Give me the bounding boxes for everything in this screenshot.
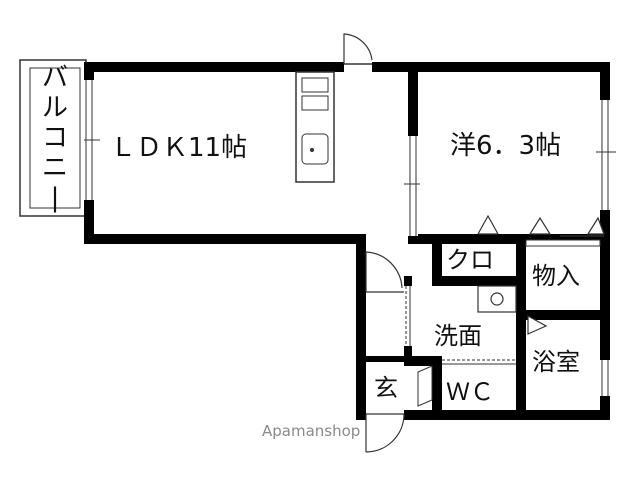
entrance-label: 玄 [374,374,398,402]
bath-window [600,360,610,396]
wc-label: ＷＣ [446,378,494,406]
corridor-door [365,250,404,293]
washroom-label: 洗面 [434,322,482,350]
western-window [596,100,616,210]
ldk-label: ＬＤＫ11帖 [110,133,247,163]
shoe-box [417,365,433,407]
ldk-window [84,80,100,200]
front-door [365,408,405,453]
closet-label: クロ [446,246,494,274]
balcony-label-3: コ [42,123,68,153]
balcony-label-2: ル [42,93,68,123]
storage-label: 物入 [532,262,580,290]
washroom-door [404,286,412,346]
western-sliding-door [404,136,420,236]
watermark: Apamanshop [262,422,360,440]
balcony-label-4: ニ [42,153,68,183]
balcony-label-5: | [51,183,60,213]
bath-door-mark [527,314,548,335]
balcony-railing [29,67,81,209]
storage-doors [525,239,601,247]
balcony-label-1: バ [42,63,68,93]
washer-slot [477,285,517,313]
western-room-label: 洋6．3帖 [450,131,561,161]
top-door [343,33,373,72]
kitchen-counter [295,71,335,183]
bathroom-label: 浴室 [532,348,580,376]
wc-door [442,356,516,366]
closet-door-marks [476,214,605,237]
